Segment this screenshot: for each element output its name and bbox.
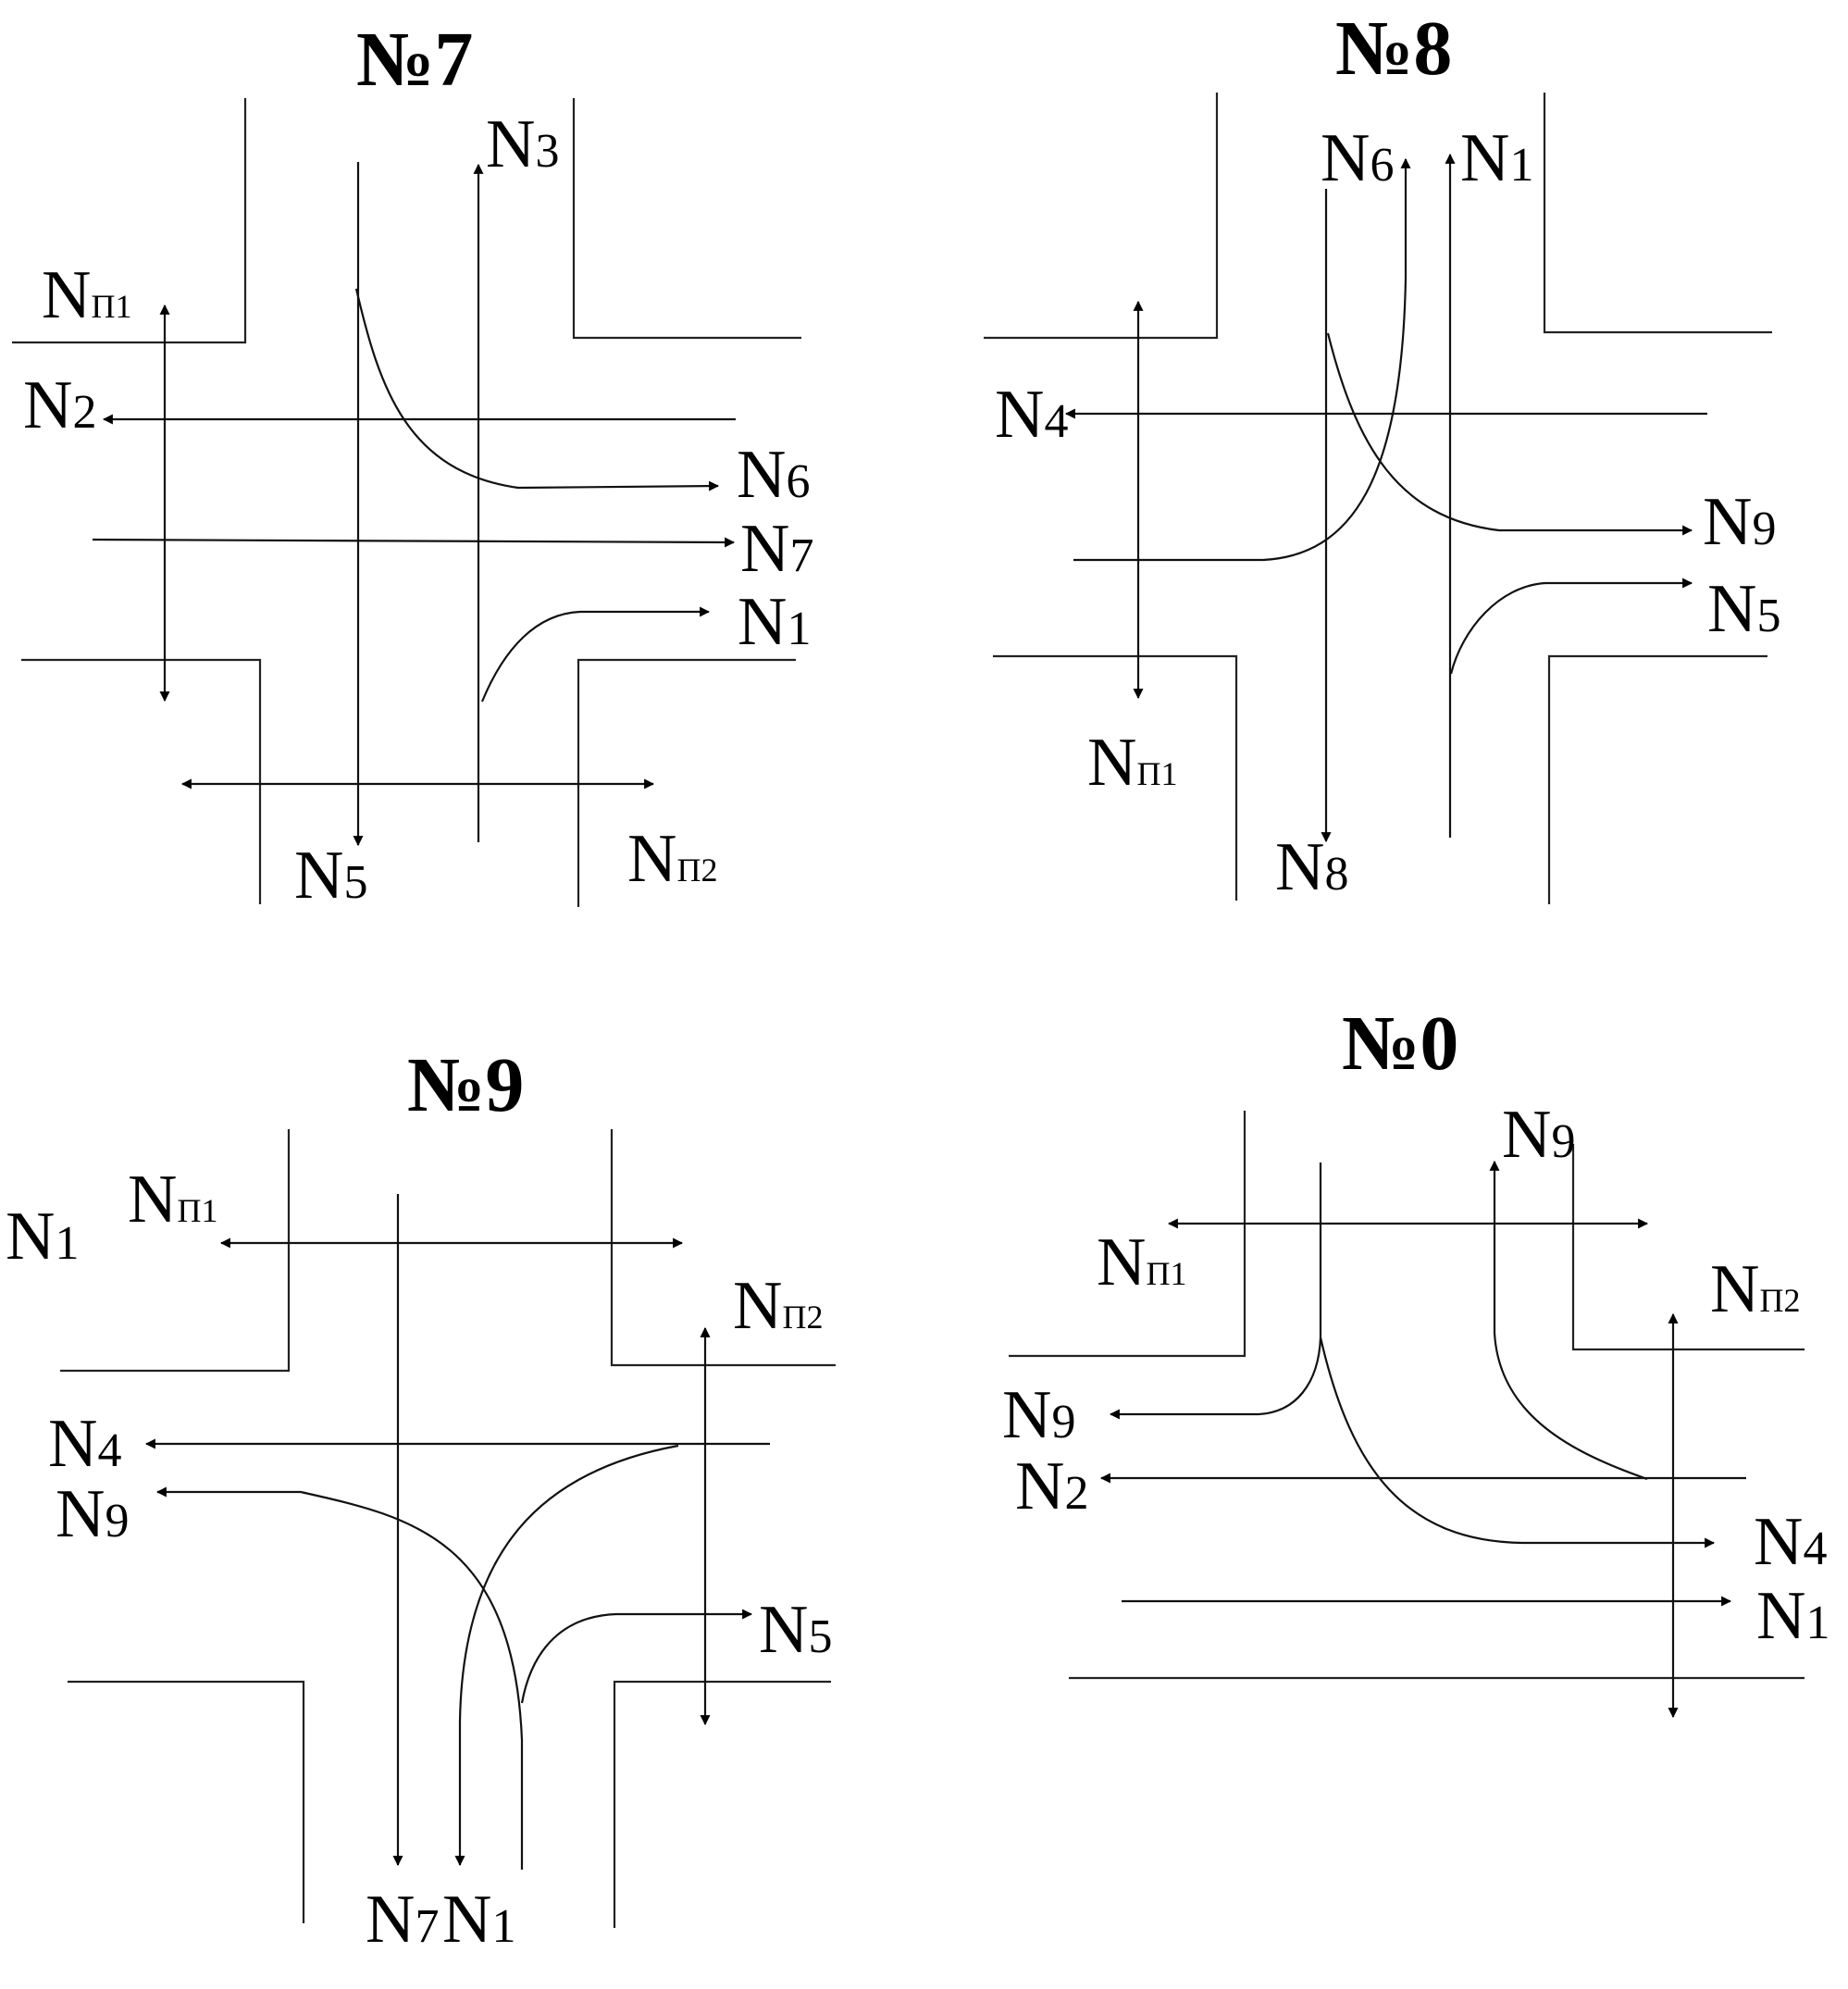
label-n2: N2 [23, 367, 96, 443]
panel-7-flows [92, 162, 736, 847]
panel-8: №8 N6 N1 N4 N9 N5 NП1 N8 [984, 6, 1780, 905]
label-n4: N4 [995, 377, 1068, 453]
label-n5: N5 [294, 838, 367, 914]
label-n1: N1 [738, 584, 811, 660]
label-np1: NП1 [1087, 725, 1177, 801]
flow-n9 [1326, 332, 1693, 536]
flow-n6 [1073, 157, 1411, 562]
panel-0-road-edges [1009, 1111, 1805, 1680]
label-n1-bottom: N1 [442, 1882, 515, 1958]
label-n3: N3 [486, 106, 559, 182]
label-np2: NП2 [627, 821, 717, 897]
label-np2: NП2 [733, 1268, 823, 1344]
label-n1-left: N1 [6, 1199, 79, 1274]
panel-0-title: №0 [1342, 1001, 1458, 1087]
panel-0-flows [1099, 1160, 1746, 1719]
label-n6: N6 [737, 437, 810, 513]
flow-n9-up [1489, 1160, 1648, 1481]
label-n9: N9 [56, 1476, 129, 1552]
flow-n1 [480, 606, 711, 702]
flow-n9-left [1109, 1162, 1322, 1420]
panel-9-road-edges [60, 1129, 836, 1928]
label-n7: N7 [366, 1882, 439, 1958]
flow-n9 [155, 1486, 524, 1870]
flow-n1 [454, 1444, 679, 1867]
label-np2: NП2 [1710, 1251, 1800, 1327]
label-n2: N2 [1015, 1448, 1088, 1524]
panel-7-road-edges [12, 98, 801, 907]
label-np1: NП1 [1097, 1224, 1186, 1300]
label-np1: NП1 [42, 257, 131, 333]
panel-9-title: №9 [407, 1042, 524, 1128]
panel-7: №7 N3 NП1 N2 N6 N7 N1 N5 NП2 [12, 17, 813, 914]
flow-n5 [520, 1609, 753, 1704]
label-np1: NП1 [128, 1162, 217, 1237]
panel-0: №0 N9 NП1 NП2 N9 N2 N4 N1 [1002, 1001, 1829, 1719]
label-n1: N1 [1756, 1578, 1829, 1654]
label-n6: N6 [1321, 120, 1394, 196]
panel-9: №9 N1 NП1 NП2 N4 N9 N5 N7 N1 [6, 1042, 836, 1958]
label-n5: N5 [1707, 571, 1780, 647]
panel-8-flows [1064, 153, 1707, 843]
label-n5: N5 [759, 1592, 832, 1668]
flow-n5 [1449, 578, 1693, 675]
label-n7: N7 [740, 511, 813, 587]
label-n9-top: N9 [1502, 1097, 1575, 1173]
flow-n6 [354, 288, 720, 491]
flow-n4 [1319, 1336, 1716, 1548]
label-n4: N4 [1754, 1504, 1827, 1580]
label-n4: N4 [48, 1406, 121, 1482]
label-n1: N1 [1460, 120, 1533, 196]
label-n8: N8 [1275, 829, 1348, 905]
label-n9: N9 [1703, 484, 1776, 560]
panel-8-road-edges [984, 93, 1772, 904]
panel-9-flows [144, 1194, 770, 1870]
panel-7-title: №7 [356, 17, 473, 103]
flow-n7 [92, 537, 736, 548]
panel-8-title: №8 [1335, 6, 1452, 92]
label-n9-left: N9 [1002, 1377, 1075, 1453]
